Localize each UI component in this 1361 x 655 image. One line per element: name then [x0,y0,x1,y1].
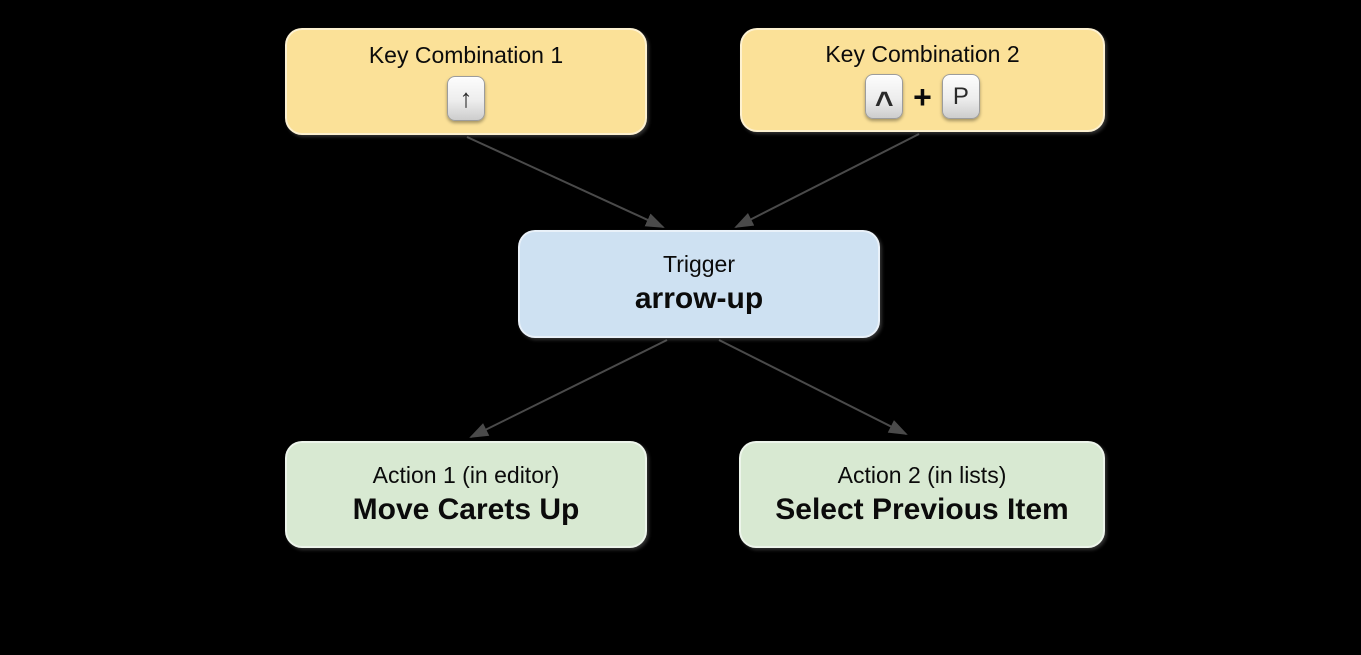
action-name: Move Carets Up [352,492,580,526]
node-title: Action 1 (in editor) [372,461,560,488]
keycap-p-icon: P [941,74,980,120]
node-title: Key Combination 1 [368,42,564,69]
plus-separator: + [913,78,932,115]
node-title: Key Combination 2 [825,40,1020,67]
connector-key-combination-2-to-trigger [734,133,920,228]
keys-row: ^ + P [865,74,980,122]
connector-trigger-to-action-2 [718,339,908,435]
connector-trigger-to-action-1 [469,339,668,438]
keycap-arrow-up-icon: ↑ [447,75,485,121]
keycap-label: ^ [874,85,894,122]
action-name: Select Previous Item [775,492,1069,526]
connector-key-combination-1-to-trigger [466,136,665,228]
keys-row: ↑ [447,75,485,121]
node-key-combination-2: Key Combination 2 ^ + P [740,28,1105,132]
node-title: Action 2 (in lists) [837,461,1007,488]
trigger-name: arrow-up [634,282,764,316]
node-key-combination-1: Key Combination 1 ↑ [285,28,647,135]
node-title: Trigger [663,251,735,278]
node-action-2: Action 2 (in lists) Select Previous Item [739,441,1105,548]
keycap-label: ↑ [459,82,473,113]
node-action-1: Action 1 (in editor) Move Carets Up [285,441,647,548]
keycap-control-icon: ^ [865,74,904,122]
keycap-label: P [952,82,969,110]
node-trigger: Trigger arrow-up [518,230,880,338]
